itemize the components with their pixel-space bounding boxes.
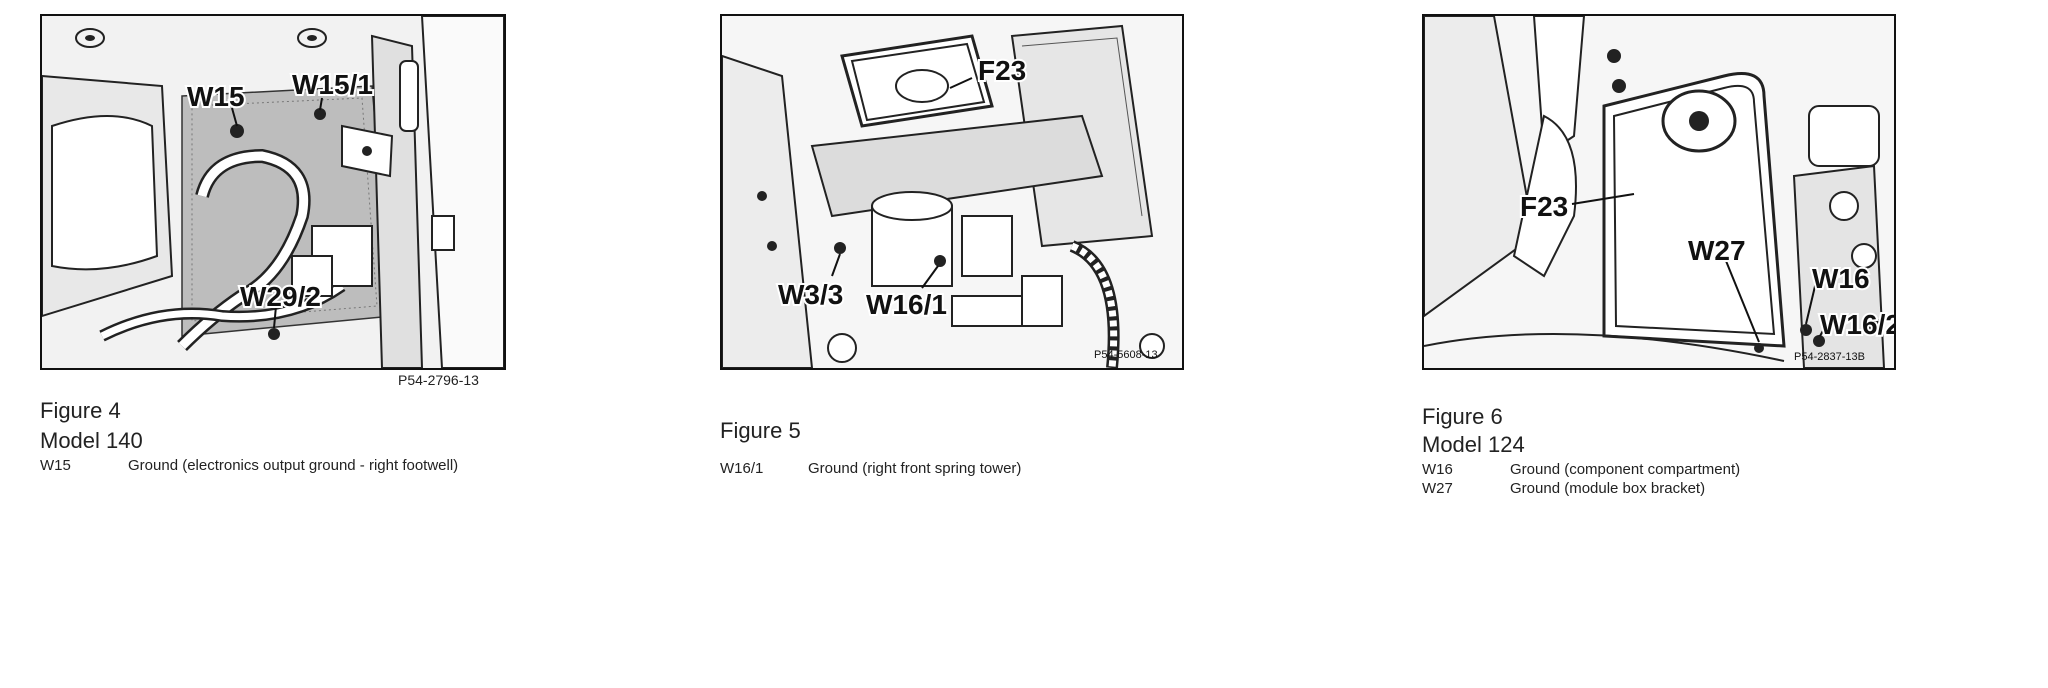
legend-code: W27	[1422, 480, 1453, 497]
figure-4-model: Model 140	[40, 428, 143, 453]
figure-4-illustration: W15 W15/1 W29/2	[42, 16, 504, 368]
legend-text: Ground (module box bracket)	[1510, 480, 1706, 497]
callout-w29-2: W29/2	[240, 281, 321, 312]
figure-6-illustration: F23 W27 W16 W16/2 P54-2837-13B	[1424, 16, 1894, 368]
figure-6-panel: F23 W27 W16 W16/2 P54-2837-13B Figure 6 …	[1360, 0, 2048, 688]
callout-w3-3: W3/3	[778, 279, 843, 310]
figure-5-title: Figure 5	[720, 418, 801, 443]
legend-text: Ground (electronics output ground - righ…	[128, 457, 459, 474]
legend-row: W15 Ground (electronics output ground - r…	[40, 457, 458, 474]
legend-code: W15	[40, 457, 71, 474]
callout-w16-2: W16/2	[1820, 309, 1894, 340]
figure-4-photo: W15 W15/1 W29/2	[40, 14, 506, 370]
callout-w16-1: W16/1	[866, 289, 947, 320]
callout-w15: W15	[187, 81, 245, 112]
legend-row: W27 Ground (module box bracket)	[1422, 480, 1705, 497]
figure-6-title: Figure 6	[1422, 404, 1503, 429]
photo-code: P54-5608-13	[1094, 349, 1158, 361]
callout-w15-1: W15/1	[292, 69, 373, 100]
figure-5-panel: F23 W3/3 W16/1 P54-5608-13 Figure 5 W16/…	[680, 0, 1360, 688]
figure-5-illustration: F23 W3/3 W16/1 P54-5608-13	[722, 16, 1182, 368]
legend-code: W16	[1422, 461, 1453, 478]
figure-4-code: P54-2796-13	[398, 372, 479, 388]
callout-w16: W16	[1812, 263, 1870, 294]
callout-f23: F23	[1520, 191, 1568, 222]
legend-row: W16 Ground (component compartment)	[1422, 461, 1740, 478]
figure-5-photo: F23 W3/3 W16/1 P54-5608-13	[720, 14, 1184, 370]
legend-text: Ground (component compartment)	[1510, 461, 1741, 478]
figure-4-panel: W15 W15/1 W29/2 P54-2796-13 Figure 4 Mod…	[0, 0, 680, 688]
figure-6-photo: F23 W27 W16 W16/2 P54-2837-13B	[1422, 14, 1896, 370]
photo-code: P54-2837-13B	[1794, 351, 1865, 363]
callout-w27: W27	[1688, 235, 1746, 266]
figure-4-title: Figure 4	[40, 398, 121, 423]
figure-6-model: Model 124	[1422, 432, 1525, 457]
callout-f23: F23	[978, 55, 1026, 86]
legend-row: W16/1 Ground (right front spring tower)	[720, 460, 1021, 477]
legend-text: Ground (right front spring tower)	[808, 460, 1022, 477]
legend-code: W16/1	[720, 460, 764, 477]
